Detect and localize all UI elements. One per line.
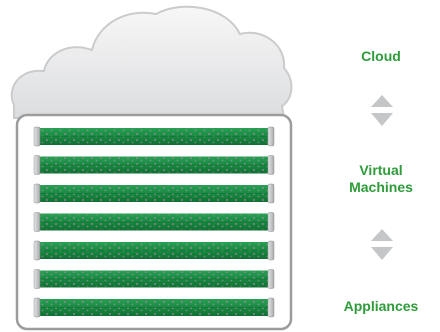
virtual-machines-label-line1: Virtual <box>359 162 403 178</box>
cloud-label: Cloud <box>361 48 401 64</box>
cloud-shape <box>10 5 293 119</box>
server-unit <box>33 126 275 147</box>
arrow-down-icon <box>371 247 393 260</box>
server-unit <box>33 269 275 289</box>
arrow-down-icon <box>371 113 393 126</box>
server-unit <box>33 240 275 261</box>
vm-appliance-arrows-icon <box>371 229 393 260</box>
arrow-up-icon <box>371 95 393 107</box>
appliances-label: Appliances <box>343 298 419 314</box>
server-unit <box>33 297 275 318</box>
server-unit <box>33 183 275 204</box>
server-unit <box>33 212 275 232</box>
cloud-vm-arrows-icon <box>371 95 393 126</box>
cloud-server-illustration <box>10 5 293 331</box>
server-stack <box>33 126 275 318</box>
server-unit <box>33 155 275 175</box>
virtual-machines-label: Virtual Machines <box>326 162 436 196</box>
arrow-up-icon <box>371 229 393 241</box>
virtual-machines-label-line2: Machines <box>349 179 413 195</box>
